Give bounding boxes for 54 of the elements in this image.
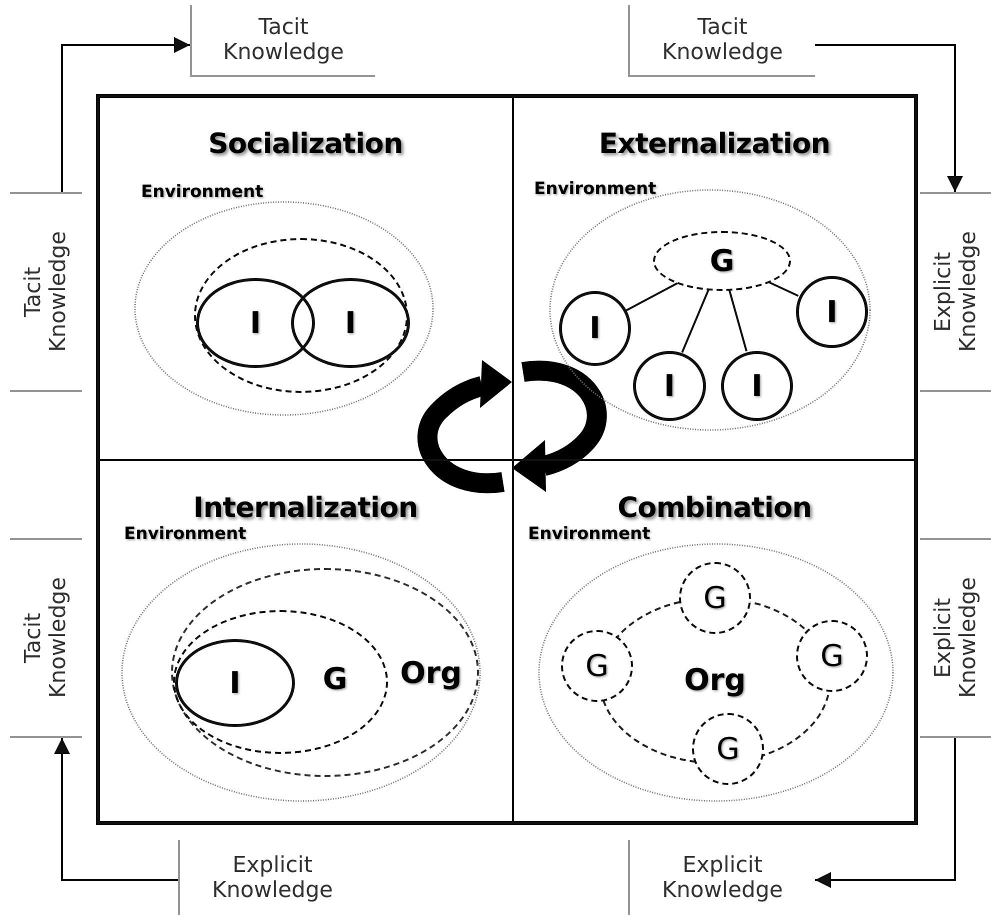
node-label: I [344, 306, 356, 340]
ellipse-node [559, 291, 631, 366]
node-label: G [585, 648, 609, 684]
node-label: G [710, 244, 734, 278]
bracket-label: Tacit Knowledge [10, 192, 82, 392]
node-label: Org [684, 663, 746, 698]
bracket-label: Explicit Knowledge [920, 192, 991, 392]
node-label: I [589, 311, 601, 346]
ellipse-node [291, 278, 410, 368]
environment-label: Environment [534, 179, 656, 199]
quadrant-panel [513, 96, 916, 460]
ellipse-node [653, 231, 791, 291]
quadrant-panel [98, 96, 513, 460]
node-label: Org [399, 656, 463, 691]
node-label: I [250, 306, 262, 340]
quadrant-panel [513, 460, 916, 823]
bracket-label: Tacit Knowledge [628, 5, 815, 77]
node-label: G [703, 580, 727, 616]
ellipse-node [175, 639, 295, 727]
bracket-label: Explicit Knowledge [628, 840, 815, 915]
node-label: I [826, 294, 838, 330]
arrow [54, 738, 178, 881]
bracket-label: Tacit Knowledge [10, 538, 82, 738]
ellipse-node [721, 351, 793, 421]
node-label: I [229, 666, 241, 700]
quadrant-title: Internalization [192, 491, 419, 524]
bracket-label: Explicit Knowledge [178, 840, 365, 915]
environment-label: Environment [528, 524, 650, 544]
ellipse-node [633, 351, 706, 421]
ellipse-node [796, 276, 868, 348]
node-label: G [322, 662, 348, 697]
node-label: G [716, 732, 740, 766]
ellipse-node [173, 610, 388, 754]
quadrant-title: Socialization [207, 127, 404, 160]
quadrant-title: Externalization [598, 127, 832, 160]
node-label: I [664, 368, 676, 404]
quadrant-title: Combination [616, 491, 813, 524]
environment-label: Environment [141, 182, 264, 202]
node-label: I [751, 368, 763, 404]
bracket-label: Tacit Knowledge [190, 5, 375, 77]
node-label: G [820, 638, 844, 674]
environment-label: Environment [124, 524, 246, 544]
arrow [61, 37, 190, 192]
ellipse-node [171, 568, 479, 777]
arrow [815, 738, 956, 888]
ellipse-node [196, 278, 315, 368]
arrow [815, 44, 963, 192]
connector-line [681, 289, 710, 353]
ellipse-shape [194, 238, 408, 393]
connector-line [626, 282, 678, 312]
quadrant-panel [98, 460, 513, 823]
bracket-label: Explicit Knowledge [920, 538, 991, 738]
connector-line [768, 281, 799, 297]
connector-line [728, 290, 748, 352]
